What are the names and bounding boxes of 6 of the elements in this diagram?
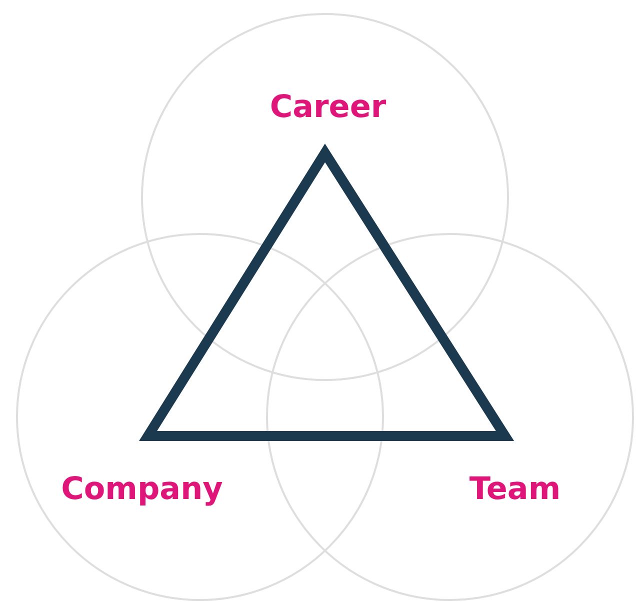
circle-label: Career: [270, 89, 386, 125]
circle-label: Team: [469, 471, 561, 507]
circle-label: Company: [61, 471, 223, 507]
circle: [266, 233, 634, 601]
circle: [16, 233, 384, 601]
circle: [141, 13, 509, 381]
